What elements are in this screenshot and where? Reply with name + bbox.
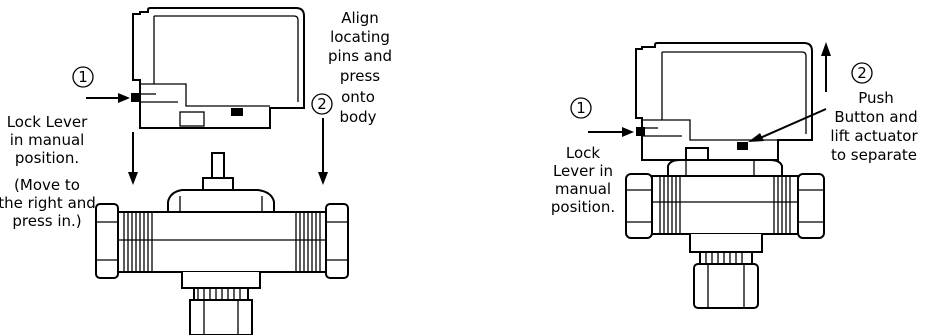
right-push-button-pointer <box>748 108 827 142</box>
left-valve-body <box>95 152 349 335</box>
right-actuator-housing <box>635 42 813 161</box>
left-down-arrows <box>128 118 328 185</box>
right-step1: 1 Lock Lever in manual position. <box>551 97 615 216</box>
right-lift-arrow <box>821 42 831 92</box>
right-step1-number: 1 <box>576 99 586 117</box>
right-step1-line: Lock <box>566 144 601 162</box>
right-step1-line: manual <box>555 180 611 198</box>
right-step2-number: 2 <box>857 64 867 82</box>
left-step2-line: press <box>340 67 380 85</box>
left-step2-line: locating <box>330 28 390 46</box>
left-step1-number: 1 <box>78 68 88 86</box>
right-step2-line: Button and <box>834 108 917 126</box>
right-valve-body <box>625 147 825 309</box>
left-step2: Align locating pins and press 2 onto bod… <box>311 9 392 126</box>
left-step1-line: (Move to <box>14 176 80 194</box>
left-step1-line: Lock Lever <box>7 113 88 131</box>
left-step2-line: body <box>339 108 376 126</box>
left-step2-line: Align <box>341 9 379 27</box>
left-step1-line: press in.) <box>12 212 81 230</box>
left-step2-line: pins and <box>328 47 392 65</box>
right-lock-lever <box>588 127 645 137</box>
right-step2-line: lift actuator <box>830 127 918 145</box>
left-figure-install: 1 Lock Lever in manual position. (Move t… <box>0 7 392 335</box>
right-figure-remove: 1 Lock Lever in manual position. 2 Push … <box>551 42 918 309</box>
right-step2-line: Push <box>858 89 894 107</box>
left-step1-line: position. <box>15 149 79 167</box>
left-step2-line: onto <box>341 88 375 106</box>
right-step2: 2 Push Button and lift actuator to separ… <box>830 62 918 164</box>
left-step1: 1 Lock Lever in manual position. (Move t… <box>0 66 96 230</box>
right-step2-line: to separate <box>831 146 917 164</box>
left-step2-number: 2 <box>317 95 327 113</box>
left-lock-lever <box>86 93 141 103</box>
left-actuator-housing <box>132 7 305 129</box>
left-step1-line: the right and <box>0 194 96 212</box>
right-step1-line: Lever in <box>553 162 613 180</box>
left-step1-line: in manual <box>10 131 85 149</box>
right-step1-line: position. <box>551 198 615 216</box>
